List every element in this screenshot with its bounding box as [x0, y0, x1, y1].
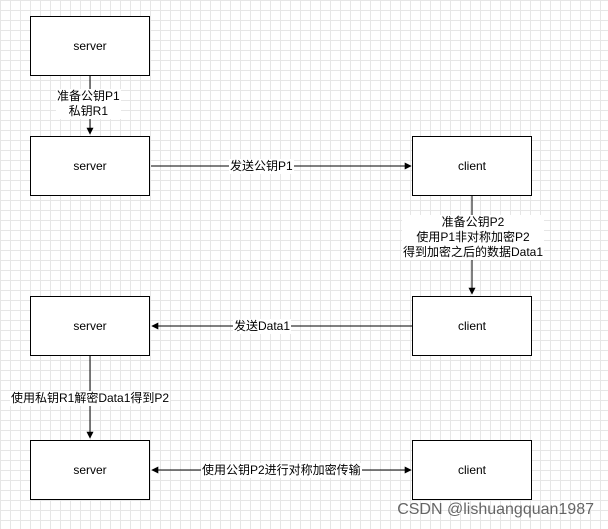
edge-label-send-data1: 发送Data1 — [233, 319, 292, 334]
client-node-4[interactable]: client — [412, 440, 532, 500]
edge-label-symmetric-transfer: 使用公钥P2进行对称加密传输 — [201, 463, 362, 478]
edge-label-line: 使用P1非对称加密P2 — [416, 230, 530, 244]
server-node-3[interactable]: server — [30, 296, 150, 356]
client-node-2[interactable]: client — [412, 136, 532, 196]
edge-label-decrypt-data1: 使用私钥R1解密Data1得到P2 — [10, 391, 171, 406]
edge-label-line: 使用公钥P2进行对称加密传输 — [202, 463, 361, 477]
edge-label-line: 得到加密之后的数据Data1 — [403, 245, 544, 259]
watermark: CSDN @lishuangquan1987 — [397, 501, 594, 518]
edge-label-encrypt-p2: 准备公钥P2 使用P1非对称加密P2 得到加密之后的数据Data1 — [402, 215, 545, 260]
edge-label-line: 发送Data1 — [234, 319, 291, 333]
edge-label-line: 发送公钥P1 — [230, 159, 293, 173]
edge-label-line: 准备公钥P1 — [57, 89, 120, 103]
edge-label-prepare-keys: 准备公钥P1 私钥R1 — [56, 89, 121, 119]
server-node-4[interactable]: server — [30, 440, 150, 500]
edge-label-send-public-key: 发送公钥P1 — [229, 159, 294, 174]
edge-label-line: 私钥R1 — [68, 104, 109, 118]
edge-label-line: 使用私钥R1解密Data1得到P2 — [11, 391, 170, 405]
server-node-1[interactable]: server — [30, 16, 150, 76]
client-node-3[interactable]: client — [412, 296, 532, 356]
server-node-2[interactable]: server — [30, 136, 150, 196]
edge-label-line: 准备公钥P2 — [441, 215, 505, 229]
